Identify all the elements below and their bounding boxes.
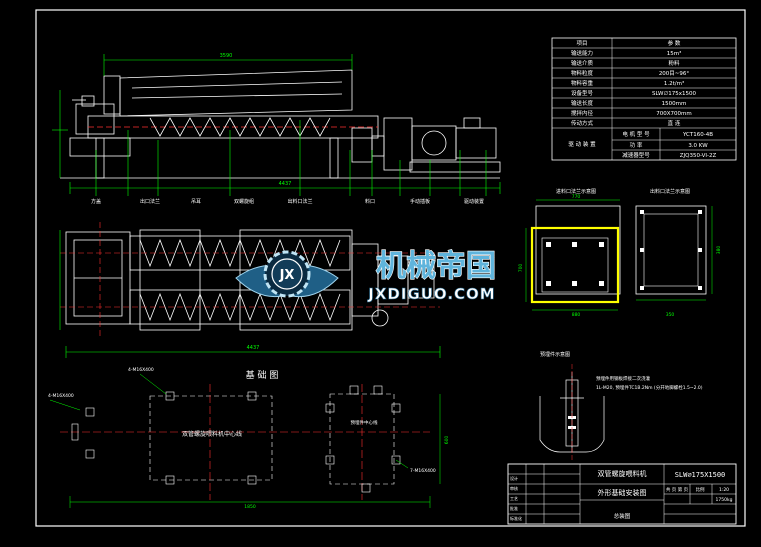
anchor-detail: 预埋件示意图 预埋件用钢板焊接二次浇灌 1L-M20, 预埋件TC1B.2Nm … [539, 351, 703, 460]
spec-drive-3-label: 减速器型号 [622, 151, 650, 159]
watermark-url: JXDIGUO.COM [367, 285, 495, 303]
bolt-label-right: 7-M16X400 [410, 468, 436, 474]
title-small-label-3: 工艺 [510, 496, 518, 501]
label-drive: 驱动装置 [464, 198, 484, 205]
dim-flange-h: 700 [518, 264, 524, 273]
dim-top-span: 3590 [220, 53, 233, 59]
dim-overall-top: 4437 [279, 181, 292, 187]
dim-flange-bottom: 880 [572, 312, 581, 318]
spec-row-1-value: 15m³ [667, 50, 682, 57]
dim-overall-mid: 4437 [247, 345, 260, 351]
spec-row-4-value: 1.2t/m³ [664, 80, 684, 87]
spec-row-6-label: 输送长度 [571, 99, 594, 107]
spec-drive-1-value: YCT160-4B [682, 132, 713, 138]
anchor-title: 预埋件示意图 [540, 351, 570, 358]
spec-row-4-label: 物料容重 [571, 79, 594, 87]
spec-row-7-value: 700X700mm [656, 111, 691, 117]
label-screw-group: 双螺旋组 [234, 198, 254, 205]
spec-drive-3-value: ZJQ350-VI-2Z [680, 153, 717, 159]
outlet-flange-title: 出料口法兰示意图 [650, 188, 690, 195]
label-gate: 手动插板 [410, 198, 430, 205]
anchor-note-1: 预埋件用钢板焊接二次浇灌 [596, 375, 650, 382]
label-lug: 吊耳 [191, 199, 201, 205]
dim-flange-w: 770 [572, 194, 581, 200]
label-cover: 方盖 [91, 198, 101, 205]
title-name-line2: 外形基础安装图 [598, 488, 647, 497]
spec-row-1-label: 输送能力 [571, 49, 593, 57]
title-name-line1: 双管螺旋喂料机 [598, 469, 647, 478]
dim-foundation-base: 1850 [244, 504, 256, 510]
title-model: SLW∅175X1500 [675, 471, 726, 479]
spec-drive-2-value: 3.0 KW [688, 143, 708, 149]
spec-row-7-label: 搅拌内径 [571, 109, 594, 117]
spec-drive-1-label: 电 机 型 号 [622, 130, 650, 138]
label-discharge-flange: 出料口法兰 [287, 198, 312, 205]
foundation-title: 基 础 图 [246, 369, 279, 381]
anchor-note-2: 1L-M20, 预埋件TC1B.2Nm (分开地脚螺栓1.5~2.0) [596, 384, 703, 391]
spec-row-2-value: 粉料 [668, 59, 680, 67]
title-block: 双管螺旋喂料机 外形基础安装图 SLW∅175X1500 比例 共 页 第 页 … [507, 463, 737, 525]
title-scale: 1:20 [719, 487, 729, 493]
title-drawing-type: 总装图 [614, 512, 631, 520]
label-outlet-flange: 出口法兰 [140, 198, 160, 205]
spec-drive-group: 驱 动 装 置 [568, 140, 596, 148]
watermark-logo-letters: JX [279, 268, 295, 283]
spec-header-item: 项目 [576, 40, 587, 47]
title-sheet-label: 共 页 第 页 [666, 486, 689, 493]
spec-row-3-label: 物料粒度 [571, 69, 594, 77]
spec-row-8-label: 传动方式 [571, 119, 594, 127]
dim-foundation-right: 600 [444, 436, 450, 445]
spec-row-2-label: 输送介质 [571, 59, 594, 67]
dim-outlet-w: 380 [716, 246, 722, 255]
elevation-dimensions [52, 54, 501, 196]
title-weight: 1750kg [716, 497, 733, 503]
inlet-flange-title: 进料口法兰示意图 [556, 188, 596, 195]
spec-row-3-value: 200目~96° [659, 70, 690, 77]
spec-row-6-value: 1500mm [662, 101, 687, 107]
title-small-label-1: 设计 [510, 475, 518, 481]
inlet-flange-section: 进料口法兰示意图 770 880 700 [518, 188, 621, 318]
spec-row-5-value: SLW∅175x1500 [652, 91, 697, 97]
title-scale-label: 比例 [696, 486, 705, 493]
spec-row-8-value: 直 连 [668, 119, 681, 127]
spec-drive-2-label: 功 率 [630, 141, 643, 149]
plan-dimensions [59, 230, 441, 358]
spec-table: 项目 参 数 输送能力 15m³ 输送介质 粉料 物料粒度 200目~96° 物… [551, 37, 737, 161]
bolt-label-mid: 4-M16X400 [128, 367, 154, 373]
elevation-view [60, 69, 501, 179]
spec-row-5-label: 设备型号 [571, 89, 594, 97]
dim-outlet-bottom: 350 [666, 312, 675, 318]
spec-header-value: 参 数 [668, 39, 681, 47]
title-small-label-2: 审核 [510, 485, 518, 491]
drawing-frame [35, 9, 746, 527]
foundation-centerline-label: 双管螺旋喂料机中心线 [182, 430, 242, 438]
foundation-side-label: 预埋件中心线 [351, 419, 378, 426]
outlet-flange-section: 出料口法兰示意图 380 350 [635, 188, 722, 318]
watermark-name: 机械帝国 [376, 249, 496, 284]
watermark: JX 机械帝国 JXDIGUO.COM [235, 248, 497, 303]
title-small-label-4: 批准 [510, 505, 518, 511]
title-small-label-5: 标准化 [510, 515, 522, 521]
bolt-label-left: 4-M16X400 [48, 393, 74, 399]
foundation-plan: 基 础 图 双管螺旋喂料机中心线 [48, 367, 450, 510]
label-inlet: 料口 [365, 198, 375, 205]
